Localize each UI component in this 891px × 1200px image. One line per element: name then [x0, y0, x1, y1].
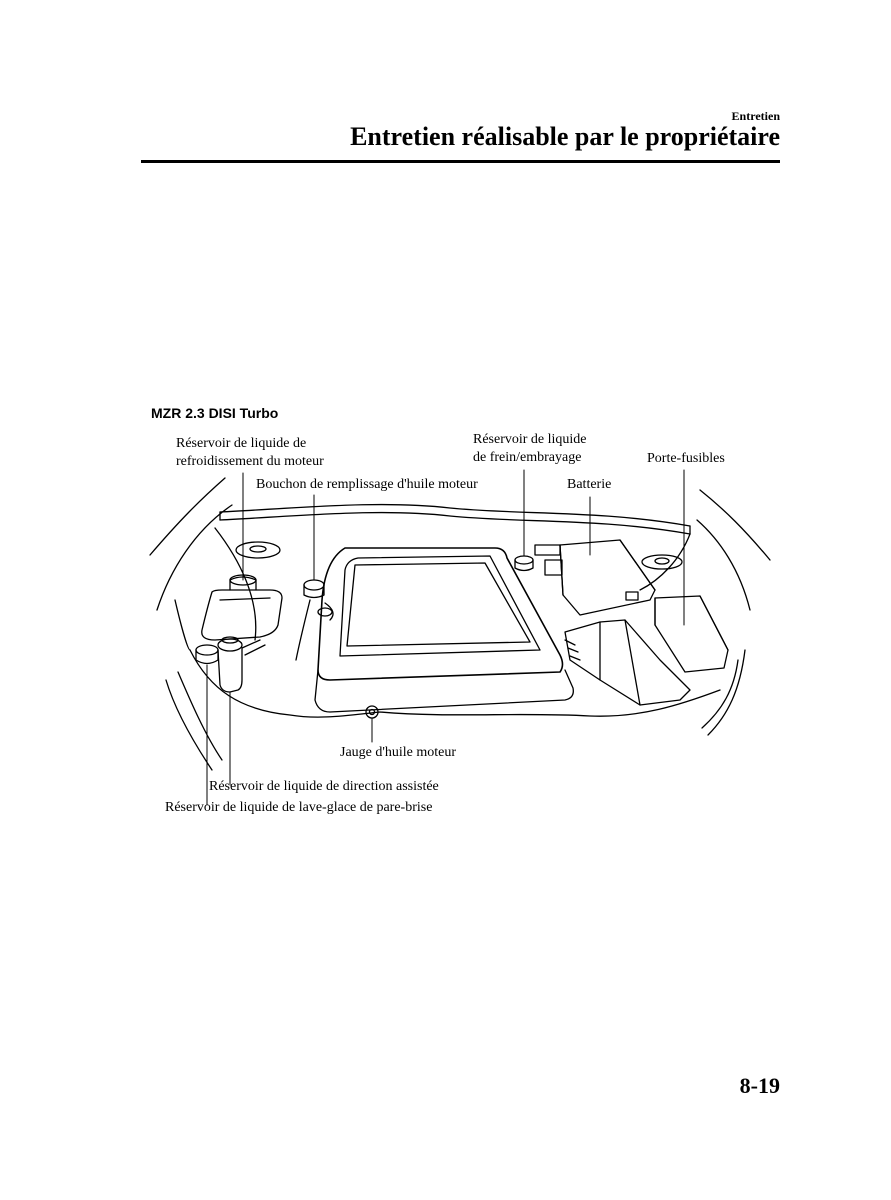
coolant-reservoir: [202, 575, 282, 640]
washer-reservoir-cap: [196, 645, 218, 664]
battery: [545, 540, 655, 615]
leader-lines: [207, 470, 684, 805]
fuse-box: [655, 596, 728, 672]
oil-filler-cap: [296, 580, 333, 660]
cowl-panel: [215, 505, 690, 640]
brake-reservoir: [515, 545, 560, 571]
engine-cover: [315, 548, 573, 712]
page-number: 8-19: [740, 1073, 780, 1099]
air-intake: [565, 620, 690, 705]
strut-tower-right: [642, 555, 682, 569]
engine-bay-floor: [175, 600, 720, 717]
power-steering-reservoir: [218, 637, 265, 692]
